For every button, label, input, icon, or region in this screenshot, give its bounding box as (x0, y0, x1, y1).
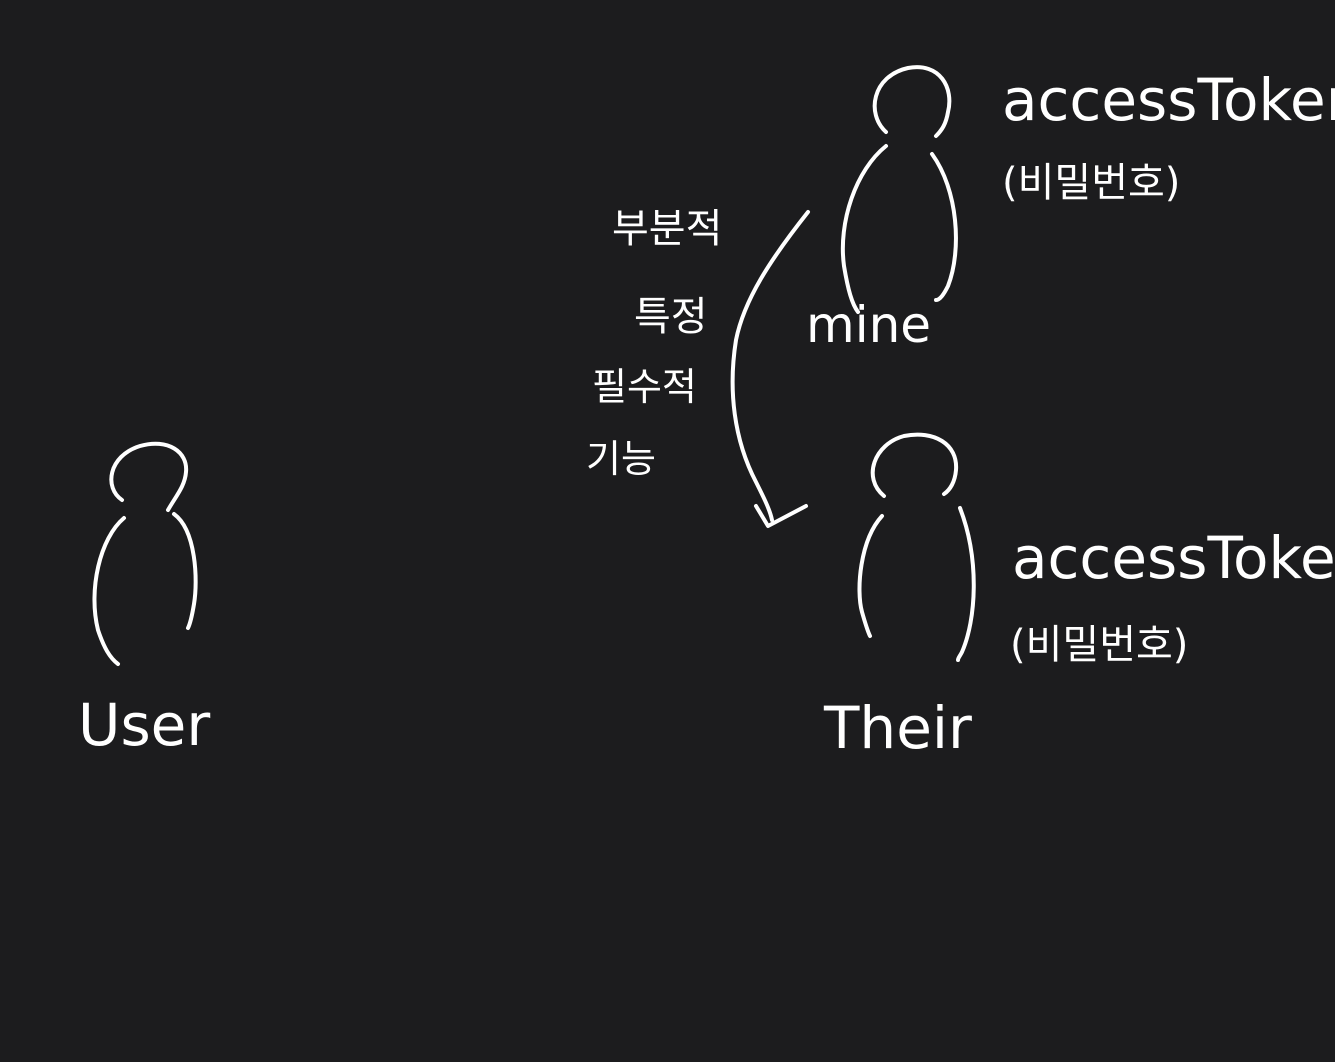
arrow-shaft (730, 210, 810, 522)
arrow-head (754, 504, 808, 528)
mine-body-right (930, 152, 958, 302)
arrow-note-line-2: 특정 (634, 294, 708, 340)
mine-token-note: (비밀번호) (1002, 160, 1180, 206)
arrow-note-line-3: 필수적 (592, 365, 697, 409)
arrow-note: 부분적 특정 필수적 기능 (586, 206, 722, 481)
mine-head (872, 65, 952, 138)
mine-label: mine (806, 296, 931, 354)
their-label: Their (823, 694, 972, 762)
mine-figure (840, 65, 958, 314)
their-body-right (956, 506, 976, 662)
arrow-note-line-4: 기능 (586, 437, 656, 481)
user-body (92, 516, 126, 666)
their-token-label: accessToken (1012, 524, 1335, 592)
their-body-left (857, 514, 884, 638)
user-body-right (172, 512, 198, 630)
user-figure (92, 441, 198, 666)
user-head (109, 441, 189, 512)
their-head (870, 432, 959, 498)
mine-token-label: accessToken (1002, 66, 1335, 134)
their-figure (857, 432, 976, 662)
delegation-arrow (730, 210, 810, 528)
arrow-note-line-1: 부분적 (612, 206, 722, 252)
their-token-note: (비밀번호) (1010, 622, 1188, 668)
user-label: User (78, 691, 210, 759)
mine-body-left (840, 144, 888, 314)
